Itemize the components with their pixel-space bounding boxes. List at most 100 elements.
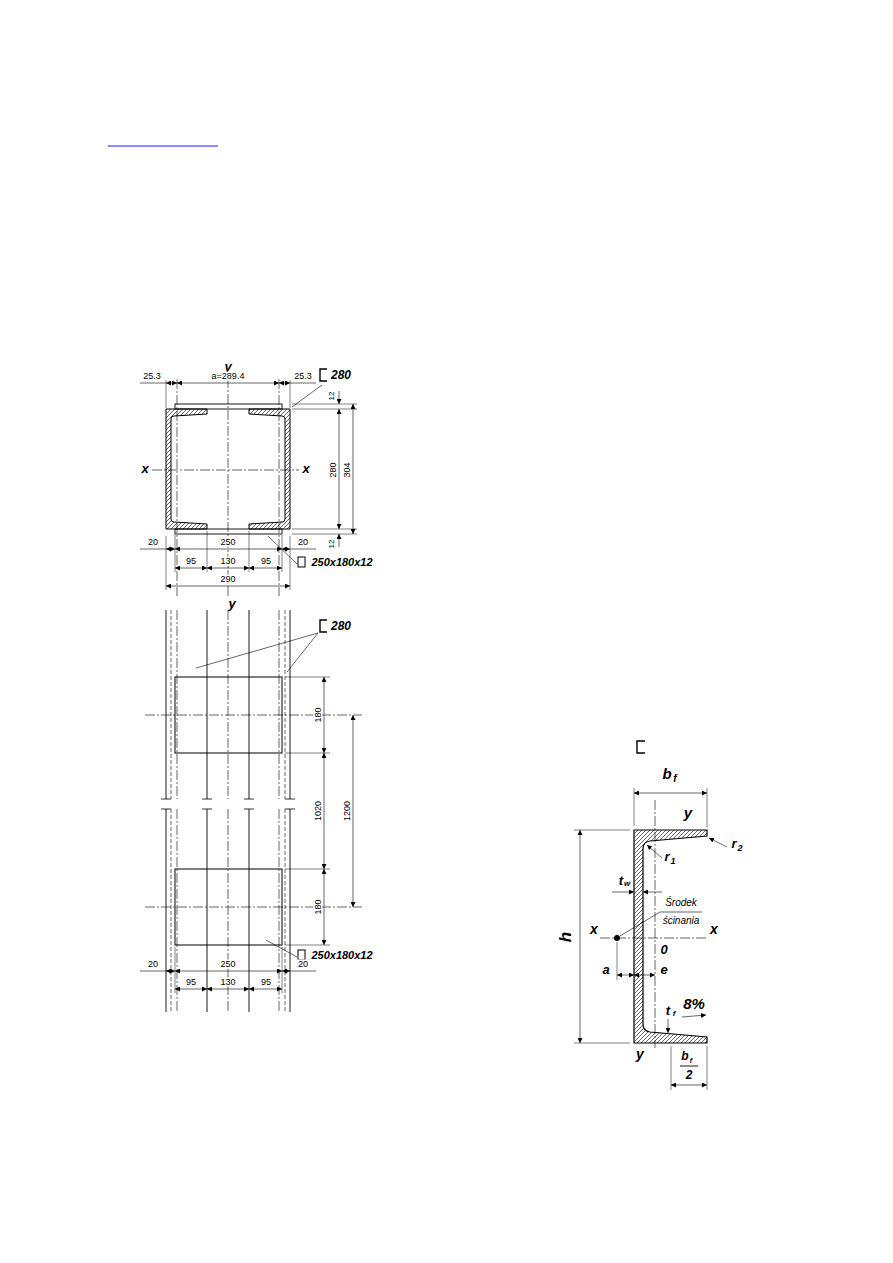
symbol-letter: t <box>666 1004 670 1017</box>
batten-plate <box>175 529 282 534</box>
dimension-line <box>175 989 207 990</box>
leader-line <box>268 536 297 564</box>
channel-section <box>249 409 290 529</box>
dimension-value: 20 <box>147 960 159 969</box>
dimension-line <box>282 549 290 550</box>
dimension-line <box>339 534 340 547</box>
dimension-line <box>166 549 175 550</box>
dimension-line <box>353 404 354 534</box>
axis-label: y <box>228 597 235 610</box>
dimension-line <box>140 971 316 972</box>
dimension-value: 20 <box>147 538 159 547</box>
slope-arrow <box>682 1015 706 1017</box>
profile-label: 280 <box>331 620 351 632</box>
symbol-letter: b <box>662 766 671 781</box>
dimension-value: 130 <box>219 557 236 566</box>
dimension-line <box>249 568 282 569</box>
dimension-line <box>324 753 325 869</box>
leader-line <box>266 940 297 957</box>
axis-label: y <box>684 805 692 820</box>
symbol-letter: t <box>619 874 623 887</box>
dimension-line <box>207 568 249 569</box>
plate-symbol <box>298 950 305 960</box>
dimension-line <box>617 975 634 976</box>
channel-symbol <box>320 369 327 381</box>
dimension-value: 280 <box>329 461 338 478</box>
dimension-value: 95 <box>185 557 197 566</box>
leader-line <box>287 633 318 672</box>
pointer-line <box>643 892 662 893</box>
batten-plate <box>175 404 282 409</box>
dimension-line <box>580 830 581 1043</box>
plate-label: 250x180x12 <box>311 557 372 568</box>
axis-label: y <box>636 1047 644 1061</box>
axis-label: x <box>141 462 148 475</box>
dimension-line <box>249 989 282 990</box>
dimension-line <box>175 971 282 972</box>
symbol-letter: r <box>664 850 669 863</box>
shear-center <box>614 935 620 941</box>
batten-plate <box>175 869 282 945</box>
dimension-line <box>177 383 279 384</box>
batten-plate <box>175 677 282 753</box>
dimension-line <box>282 971 290 972</box>
symbol-letter: r <box>731 837 736 850</box>
symbol-subscript: f <box>690 1057 692 1064</box>
dimension-value: 20 <box>297 538 309 547</box>
dimension-line <box>339 391 340 404</box>
dimension-line <box>166 971 175 972</box>
channel-section <box>634 830 707 1043</box>
callout-text: ścinania <box>663 916 700 926</box>
label-underline <box>660 912 702 913</box>
dimension-line <box>339 409 340 529</box>
slope-label: 8% <box>683 996 705 1011</box>
dimension-line <box>634 975 655 976</box>
extension-line <box>175 677 330 993</box>
dimension-line <box>353 715 354 907</box>
pointer-line <box>709 838 727 847</box>
dimension-line <box>166 383 177 384</box>
extension-line <box>574 788 707 1090</box>
dimension-value: 304 <box>343 461 352 478</box>
symbol-subscript: w <box>624 880 630 888</box>
dimension-value: 20 <box>297 960 309 969</box>
dimension-value: a=289.4 <box>211 372 246 381</box>
channel-symbol <box>637 741 645 753</box>
channel-profile <box>574 741 727 1090</box>
symbol-letter: b <box>681 1050 688 1062</box>
axis-label: x <box>590 922 598 936</box>
dimension-line <box>207 989 249 990</box>
dimension-value: 180 <box>314 898 323 915</box>
profile-label: 280 <box>331 369 351 381</box>
dimension-value: 1020 <box>314 800 323 822</box>
break-mark <box>161 799 295 809</box>
symbol-letter: h <box>557 932 574 942</box>
origin-label: 0 <box>660 943 667 956</box>
fraction-bar <box>680 1066 698 1067</box>
dimension-lines <box>580 793 707 1085</box>
dimension-line <box>140 383 316 549</box>
leader-line <box>292 385 322 407</box>
axis-label: x <box>302 462 309 475</box>
plate-symbol <box>298 557 305 567</box>
dimension-value: 12 <box>328 391 336 402</box>
dimension-value: 250 <box>219 960 236 969</box>
pointer-lines <box>612 838 727 1033</box>
dimension-line <box>634 793 707 794</box>
pointer-line <box>612 892 634 893</box>
pointer-line <box>668 1019 669 1033</box>
symbol-letter: e <box>660 963 667 976</box>
symbol-subscript: 2 <box>737 844 742 853</box>
leader-line <box>620 912 660 936</box>
fraction-denominator: 2 <box>686 1069 693 1081</box>
symbol-subscript: f <box>673 774 676 784</box>
dimension-value: 95 <box>260 978 272 987</box>
pointer-line <box>647 845 662 858</box>
dimension-line <box>279 383 290 384</box>
dimension-value: 95 <box>260 557 272 566</box>
dimension-value: 95 <box>185 978 197 987</box>
dimension-value: 250 <box>219 538 236 547</box>
